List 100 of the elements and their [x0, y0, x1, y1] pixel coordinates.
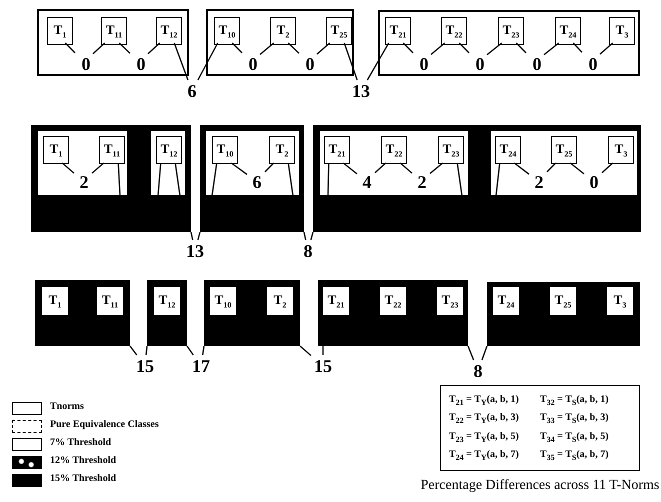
connector-line — [544, 42, 560, 56]
connector-line — [344, 42, 358, 80]
t-norm-box: T$_{1}$ — [47, 17, 73, 45]
formula-text: T$_{24}$ = T$_{Y}$(a, b, 7) — [449, 449, 520, 462]
threshold-frame — [200, 125, 304, 232]
connector-line — [546, 162, 556, 172]
difference-value: 0 — [586, 171, 602, 193]
connector-line — [572, 42, 582, 53]
connector-line — [366, 42, 390, 80]
connector-line — [430, 42, 446, 55]
connector-line — [260, 42, 274, 55]
t-norm-box: T$_{11}$ — [99, 136, 125, 164]
t-norm-box: T$_{10}$ — [214, 17, 240, 45]
t-norm-box: T$_{21}$ — [323, 287, 349, 315]
difference-value: 4 — [359, 171, 375, 193]
connector-line — [514, 162, 530, 175]
connector-line — [148, 42, 160, 54]
difference-value: 0 — [585, 53, 601, 75]
legend-label: Tnorms — [50, 401, 84, 412]
threshold-frame — [313, 125, 641, 232]
t-norm-box: T$_{10}$ — [212, 136, 238, 164]
difference-value: 0 — [302, 53, 318, 75]
t-norm-box: T$_{10}$ — [210, 287, 236, 315]
connector-line — [197, 232, 201, 240]
connector-line — [602, 162, 614, 174]
difference-value: 2 — [531, 171, 547, 193]
subgroup-frame — [205, 130, 300, 196]
connector-line — [316, 42, 330, 55]
legend-label: Pure Equivalence Classes — [50, 419, 159, 430]
t-norm-box: T$_{21}$ — [385, 17, 411, 45]
connector-line — [322, 346, 324, 355]
t-norm-box: T$_{25}$ — [550, 287, 576, 315]
difference-value: 15 — [134, 355, 156, 377]
connector-line — [118, 42, 130, 54]
connector-line — [481, 346, 488, 360]
t-norm-box: T$_{24}$ — [495, 136, 521, 164]
threshold-frame — [318, 280, 468, 346]
connector-line — [288, 162, 294, 196]
difference-value: 13 — [184, 240, 206, 262]
connector-line — [516, 42, 526, 54]
connector-line — [157, 162, 162, 196]
t-norm-box: T$_{22}$ — [380, 287, 406, 315]
difference-value: 0 — [133, 53, 149, 75]
group-frame — [206, 9, 354, 76]
t-norm-box: T$_{3}$ — [607, 287, 633, 315]
t-norm-box: T$_{1}$ — [43, 136, 69, 164]
connector-line — [92, 162, 104, 174]
connector-line — [264, 162, 274, 172]
threshold-frame — [35, 280, 130, 346]
connector-line — [92, 42, 106, 54]
difference-value: 6 — [184, 80, 200, 102]
connector-line — [202, 346, 205, 356]
connector-line — [342, 162, 358, 174]
connector-line — [64, 42, 76, 54]
difference-value: 8 — [300, 240, 316, 262]
legend-label: 12% Threshold — [50, 455, 116, 466]
t-norm-box: T$_{25}$ — [326, 17, 352, 45]
subgroup-frame — [319, 130, 469, 196]
connector-line — [486, 42, 502, 56]
t-norm-box: T$_{21}$ — [324, 136, 350, 164]
t-norm-box: T$_{24}$ — [493, 287, 519, 315]
group-frame — [37, 9, 189, 76]
connector-line — [467, 346, 474, 360]
connector-line — [211, 162, 218, 196]
t-norm-box: T$_{23}$ — [498, 17, 524, 45]
subgroup-frame — [37, 130, 128, 196]
difference-value: 13 — [350, 80, 372, 102]
difference-value: 2 — [76, 171, 92, 193]
legend-label: 15% Threshold — [50, 473, 116, 484]
t-norm-box: T$_{12}$ — [154, 287, 180, 315]
subgroup-frame — [150, 130, 186, 196]
t-norm-box: T$_{23}$ — [438, 136, 464, 164]
connector-line — [400, 162, 412, 174]
connector-line — [374, 162, 386, 174]
connector-line — [230, 162, 248, 175]
connector-line — [232, 42, 242, 54]
connector-line — [288, 42, 300, 54]
connector-line — [190, 232, 194, 240]
difference-value: 0 — [245, 53, 261, 75]
legend-label: 7% Threshold — [50, 437, 112, 448]
formula-text: T$_{22}$ = T$_{Y}$(a, b, 3) — [449, 412, 520, 426]
t-norm-box: T$_{25}$ — [551, 136, 577, 164]
group-frame — [378, 10, 640, 76]
t-norm-box: T$_{2}$ — [269, 136, 295, 164]
connector-line — [174, 162, 181, 196]
formula-text: T$_{34}$ = T$_{S}$(a, b, 5) — [540, 430, 610, 444]
difference-value: 6 — [249, 171, 265, 193]
t-norm-box: T$_{23}$ — [437, 287, 463, 315]
difference-value: 0 — [529, 53, 545, 75]
connector-line — [310, 232, 314, 240]
t-norm-box: T$_{11}$ — [101, 17, 127, 45]
difference-value: 2 — [414, 171, 430, 193]
connector-line — [118, 162, 121, 196]
connector-line — [300, 346, 312, 356]
connector-line — [145, 346, 148, 356]
connector-line — [600, 42, 614, 55]
t-norm-box: T$_{11}$ — [97, 287, 123, 315]
difference-value: 17 — [190, 355, 212, 377]
connector-line — [430, 162, 444, 174]
t-norm-box: T$_{2}$ — [267, 287, 293, 315]
